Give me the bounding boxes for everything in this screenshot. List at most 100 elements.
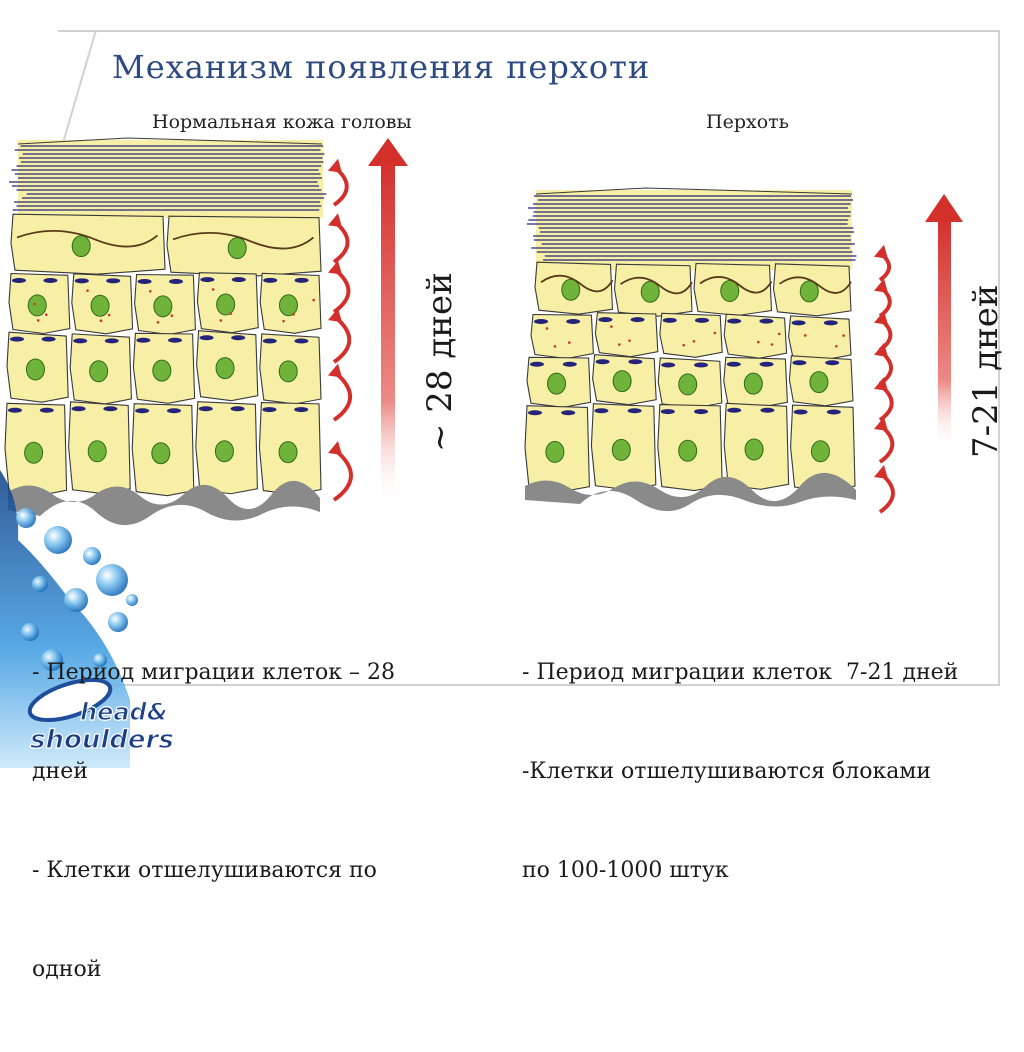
cell-granule [100, 319, 103, 322]
cell-nucleus [152, 443, 170, 464]
cell-nucleus [91, 295, 109, 316]
keratin-granule [598, 317, 612, 322]
keratin-granule [231, 406, 245, 411]
cell-granule [108, 314, 111, 317]
keratin-granule [661, 409, 675, 414]
keratin-granule [136, 338, 150, 343]
cell-nucleus [153, 360, 171, 381]
cell-granule [157, 321, 160, 324]
cell-granule [618, 343, 621, 346]
keratin-granule [594, 408, 608, 413]
cell-nucleus [679, 440, 697, 461]
migration-arrowhead [874, 245, 888, 259]
dandruff-migration-arrows [874, 245, 893, 512]
normal-stratum-corneum [9, 138, 326, 218]
cell-granule [37, 319, 40, 322]
keratin-granule [760, 362, 774, 367]
keratin-granule [138, 279, 152, 284]
cell-nucleus [279, 295, 297, 316]
dandruff-caption-line: -Клетки отшелушиваются блоками [522, 755, 958, 788]
keratin-granule [727, 408, 741, 413]
cell-granule [771, 343, 774, 346]
slide: head& shoulders Механизм появления перхо… [0, 0, 1024, 768]
migration-arrowhead [328, 159, 342, 173]
migration-curve [334, 372, 350, 420]
dandruff-panel-subtitle: Перхоть [706, 111, 789, 133]
migration-curve [334, 269, 348, 312]
keratin-granule [263, 338, 277, 343]
keratin-granule [759, 319, 773, 324]
keratin-granule [695, 318, 709, 323]
keratin-granule [827, 410, 841, 415]
keratin-granule [75, 278, 89, 283]
dandruff-cell-layers [525, 262, 855, 491]
keratin-granule [8, 408, 22, 413]
dandruff-caption-line: по 100-1000 штук [522, 854, 958, 887]
migration-arrowhead [328, 364, 342, 378]
cell-nucleus [72, 236, 90, 257]
keratin-granule [43, 278, 57, 283]
normal-duration-label: ~ 28 дней [420, 272, 460, 452]
keratin-granule [169, 279, 183, 284]
keratin-granule [200, 277, 214, 282]
keratin-granule [663, 318, 677, 323]
keratin-granule [232, 277, 246, 282]
slide-title: Механизм появления перхоти [112, 48, 650, 86]
cell-granule [282, 320, 285, 323]
keratin-granule [530, 362, 544, 367]
cell-nucleus [88, 441, 106, 462]
cell-nucleus [216, 358, 234, 379]
keratin-granule [262, 407, 276, 412]
keratin-granule [135, 408, 149, 413]
cell-granule [292, 313, 295, 316]
cell-granule [149, 290, 152, 293]
water-bubble [16, 508, 36, 528]
keratin-granule [105, 338, 119, 343]
cell-nucleus [613, 371, 631, 392]
cell-granule [546, 327, 549, 330]
normal-panel-subtitle: Нормальная кожа головы [152, 111, 412, 133]
cell-nucleus [612, 439, 630, 460]
cell-nucleus [811, 441, 829, 462]
keratin-granule [72, 406, 86, 411]
migration-curve [334, 316, 349, 362]
normal-time-arrow-shaft [381, 160, 395, 505]
normal-migration-arrows [328, 159, 351, 500]
dandruff-stratum-corneum [527, 188, 856, 270]
cell-granule [45, 313, 48, 316]
keratin-granule [294, 338, 308, 343]
cell-granule [804, 334, 807, 337]
migration-curve [334, 221, 348, 262]
keratin-granule [794, 410, 808, 415]
cell-granule [229, 312, 232, 315]
normal-caption-line: - Клетки отшелушиваются по [32, 854, 395, 887]
keratin-granule [631, 317, 645, 322]
keratin-granule [295, 278, 309, 283]
keratin-granule [73, 338, 87, 343]
keratin-granule [561, 410, 575, 415]
normal-caption-line: одной [32, 953, 395, 986]
cell-nucleus [90, 361, 108, 382]
cell-nucleus [26, 359, 44, 380]
cell-granule [568, 341, 571, 344]
keratin-granule [566, 319, 580, 324]
keratin-granule [792, 320, 806, 325]
cell-nucleus [548, 373, 566, 394]
keratin-granule [760, 408, 774, 413]
keratin-granule [628, 359, 642, 364]
dandruff-caption-line: - Период миграции клеток 7-21 дней [522, 656, 958, 689]
keratin-granule [596, 359, 610, 364]
water-bubble [83, 547, 101, 565]
cell-nucleus [25, 442, 43, 463]
cell-nucleus [228, 238, 246, 259]
keratin-granule [792, 360, 806, 365]
keratin-granule [825, 360, 839, 365]
cell-granule [628, 339, 631, 342]
cell-nucleus [279, 442, 297, 463]
cell-granule [554, 345, 557, 348]
keratin-granule [534, 319, 548, 324]
keratin-granule [12, 278, 26, 283]
keratin-granule [168, 338, 182, 343]
cell-granule [682, 344, 685, 347]
keratin-granule [42, 337, 56, 342]
